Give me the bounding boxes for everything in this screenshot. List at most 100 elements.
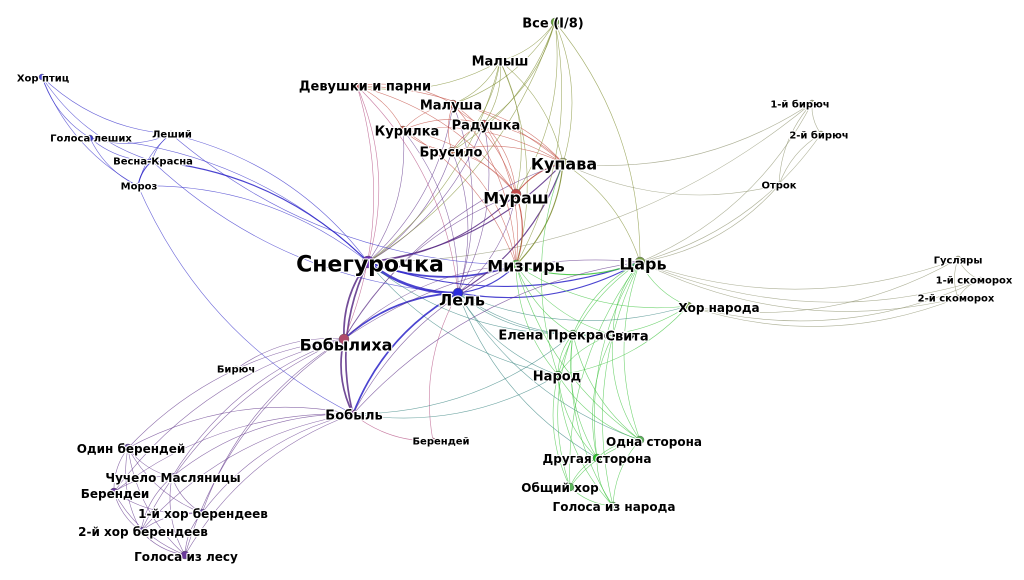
node-mizgir[interactable] <box>510 259 522 271</box>
node-label-bobylikha: Бобылиха <box>300 336 393 355</box>
edge-tsar-kupava <box>562 162 641 263</box>
node-skomorokh2[interactable] <box>954 294 962 302</box>
node-khor1[interactable] <box>197 508 207 518</box>
node-brusilo[interactable] <box>447 146 457 156</box>
edges-layer <box>41 21 981 556</box>
edge-berendei-khor1 <box>113 491 203 515</box>
node-devushki[interactable] <box>352 81 362 91</box>
edge-tsar-narod <box>557 261 641 376</box>
node-guslyary[interactable] <box>954 255 962 263</box>
node-label-drugaya: Другая сторона <box>543 452 652 466</box>
node-malysh[interactable] <box>495 56 505 66</box>
edge-kupava-bobylikha <box>343 162 564 340</box>
edge-svita-narod <box>557 334 614 376</box>
node-label-odnastorona: Одна сторона <box>606 435 702 449</box>
edge-mizgir-narod <box>515 264 559 376</box>
node-kurilka[interactable] <box>398 125 408 135</box>
node-label-khor1: 1-й хор берендеев <box>138 507 268 521</box>
edge-narod-obshchiy <box>552 374 571 488</box>
edge-elena-odnastorona <box>572 333 641 441</box>
node-narod[interactable] <box>553 370 563 380</box>
edge-lel-murash <box>457 193 517 294</box>
node-label-chuchelo: Чучело Масляницы <box>105 471 240 485</box>
node-golosalesu[interactable] <box>180 550 190 560</box>
node-label-obshchiy: Общий хор <box>521 481 599 495</box>
edge-mizgir-vse <box>515 21 562 266</box>
node-label-berendey: Берендей <box>412 437 469 448</box>
node-drugaya[interactable] <box>592 453 602 463</box>
edge-lel-malusha <box>452 103 473 294</box>
node-label-moroz: Мороз <box>121 182 158 193</box>
edge-khorptits-leshiy <box>41 76 172 135</box>
edge-golosaleshikh-leshiy <box>89 133 172 144</box>
node-sneg[interactable] <box>361 255 375 269</box>
edge-narod-odnastorona <box>557 374 641 441</box>
node-vesna[interactable] <box>148 157 156 165</box>
edge-elena-obshchiy <box>557 333 574 488</box>
edge-mizgir-bobyl <box>352 264 517 415</box>
edge-vesna-lel <box>151 160 459 294</box>
edge-murash-radushka <box>483 123 517 195</box>
node-label-vse: Все (I/8) <box>522 17 583 32</box>
edge-sneg-vesna <box>151 160 369 263</box>
node-golosaleshikh[interactable] <box>86 134 94 142</box>
node-obshchiy[interactable] <box>565 482 575 492</box>
edge-lel-bobylikha <box>343 292 459 340</box>
edge-leshiy-mizgir <box>170 133 517 266</box>
edge-bobylikha-khor1 <box>201 338 345 514</box>
edge-svita-odnastorona <box>611 334 641 441</box>
node-birich1[interactable] <box>808 99 816 107</box>
edge-kupava-kurilka <box>402 127 564 164</box>
node-radushka[interactable] <box>479 119 489 129</box>
edge-kupava-brusilo <box>451 145 564 164</box>
edge-birich1-otrok <box>778 102 813 186</box>
node-kupava[interactable] <box>557 157 569 169</box>
node-chuchelo[interactable] <box>167 472 177 482</box>
edge-tsar-skomorokh1 <box>639 261 981 303</box>
edge-tsar-vse <box>554 21 641 263</box>
node-vse[interactable] <box>550 17 560 27</box>
node-skomorokh1[interactable] <box>976 276 984 284</box>
node-murash[interactable] <box>510 188 522 200</box>
node-berendei[interactable] <box>109 487 119 497</box>
edge-sneg-tsar <box>367 261 641 287</box>
edge-sneg-birich1 <box>367 102 813 263</box>
node-hornaroda[interactable] <box>683 301 693 311</box>
edge-sneg-malysh <box>367 60 501 263</box>
node-lel[interactable] <box>452 287 464 299</box>
node-berendey[interactable] <box>429 437 437 445</box>
node-label-malusha: Малуша <box>420 99 482 114</box>
edge-kupava-vse <box>554 21 573 164</box>
nodes-layer <box>38 17 984 560</box>
edge-golosaleshikh-vesna <box>89 137 153 162</box>
edge-svita-drugaya <box>592 334 614 459</box>
edge-devushki-malysh <box>356 60 501 90</box>
node-leshiy[interactable] <box>167 130 175 138</box>
node-moroz[interactable] <box>134 182 142 190</box>
edge-malusha-devushki <box>356 83 454 105</box>
edge-sneg-malusha <box>367 103 454 263</box>
edge-guslyary-skomorokh2 <box>954 258 959 299</box>
node-bobylikha[interactable] <box>338 333 350 345</box>
node-label-odinberendey: Один берендей <box>77 442 186 456</box>
node-bobyl[interactable] <box>348 409 358 419</box>
node-elena[interactable] <box>568 329 578 339</box>
node-odnastorona[interactable] <box>635 435 645 445</box>
edge-bobylikha-bobyl <box>340 338 354 415</box>
node-birich2[interactable] <box>817 130 825 138</box>
node-label-biryuch: Бирюч <box>217 365 255 376</box>
node-otrok[interactable] <box>775 181 783 189</box>
node-tsar[interactable] <box>634 256 646 268</box>
node-svita[interactable] <box>608 330 618 340</box>
node-golosanaroda[interactable] <box>608 501 618 511</box>
edge-narod-drugaya <box>557 374 598 459</box>
node-odinberendey[interactable] <box>123 443 133 453</box>
node-biryuch[interactable] <box>232 365 240 373</box>
node-malusha[interactable] <box>448 99 458 109</box>
node-khor2[interactable] <box>136 526 146 536</box>
edge-drugaya-golosanaroda <box>596 457 614 507</box>
edge-bobylikha-devushki <box>343 85 375 340</box>
node-khorptits[interactable] <box>38 73 46 81</box>
edge-lel-svita <box>457 292 614 337</box>
edge-narod-golosanaroda <box>557 374 614 507</box>
